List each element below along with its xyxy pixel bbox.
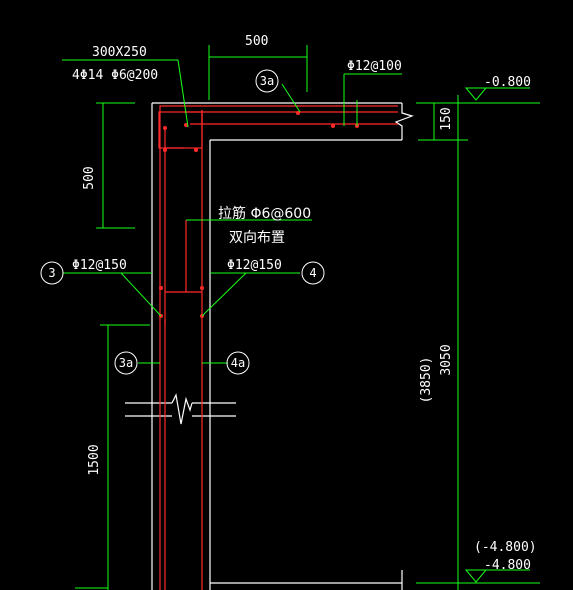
beam-rebar-label: 4Φ14 Φ6@200 bbox=[72, 68, 158, 83]
top-rebar-label: Φ12@100 bbox=[347, 59, 402, 74]
tag-3-circle bbox=[40, 261, 64, 285]
dim-top-500: 500 bbox=[245, 34, 268, 49]
tag-3a-circle bbox=[114, 351, 138, 375]
tag-4-circle bbox=[301, 261, 325, 285]
rebar bbox=[158, 105, 398, 590]
tie-bar-arrangement: 双向布置 bbox=[229, 230, 285, 246]
left-rebar-label: Φ12@150 bbox=[72, 258, 127, 273]
tag-3a-text: 3a bbox=[119, 356, 133, 370]
dimension-lines bbox=[62, 45, 540, 590]
dim-3850: (3850) bbox=[419, 357, 434, 404]
tie-bar-label: 拉筋 Φ6@600 bbox=[218, 205, 311, 222]
dim-150: 150 bbox=[439, 107, 454, 130]
elevation-bottom: -4.800 bbox=[484, 558, 531, 573]
tag-4-text: 4 bbox=[309, 266, 316, 280]
elevation-bottom-paren: (-4.800) bbox=[474, 540, 537, 555]
beam-section-label: 300X250 bbox=[92, 45, 147, 60]
tag-4a-text: 4a bbox=[231, 356, 245, 370]
right-rebar-label: Φ12@150 bbox=[227, 258, 282, 273]
tag-3a-top-text: 3a bbox=[260, 74, 274, 88]
dim-left-500: 500 bbox=[82, 166, 97, 189]
wall-outline bbox=[125, 102, 414, 590]
tag-4a-circle bbox=[226, 351, 250, 375]
elevation-top: -0.800 bbox=[484, 75, 531, 90]
dim-3050: 3050 bbox=[439, 344, 454, 375]
tag-3a-top-circle bbox=[255, 69, 279, 93]
tag-circles bbox=[40, 69, 325, 375]
dim-1500: 1500 bbox=[87, 444, 102, 475]
tag-3-text: 3 bbox=[48, 266, 55, 280]
